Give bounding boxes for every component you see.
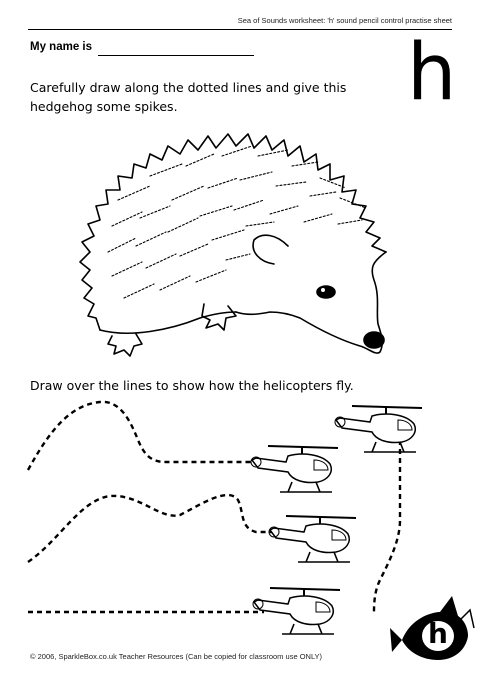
helicopter-icon bbox=[252, 587, 341, 635]
helicopter-instruction: Draw over the lines to show how the heli… bbox=[30, 378, 354, 393]
copyright-footer: © 2006, SparkleBox.co.uk Teacher Resourc… bbox=[30, 652, 323, 661]
helicopter-icon bbox=[268, 515, 357, 563]
flight-paths bbox=[26, 400, 402, 614]
target-letter: h bbox=[407, 28, 457, 118]
fish-icon bbox=[390, 596, 475, 660]
hedgehog-instruction: Carefully draw along the dotted lines an… bbox=[30, 80, 347, 114]
name-label: My name is bbox=[30, 41, 92, 53]
hedgehog-icon bbox=[79, 133, 387, 357]
name-writing-line[interactable] bbox=[98, 55, 254, 56]
badge-letter: h bbox=[428, 617, 448, 650]
header-divider bbox=[28, 29, 452, 30]
helicopter-icon bbox=[250, 445, 339, 493]
helicopter-icon bbox=[334, 405, 423, 453]
worksheet-title: Sea of Sounds worksheet: 'h' sound penci… bbox=[237, 16, 452, 25]
